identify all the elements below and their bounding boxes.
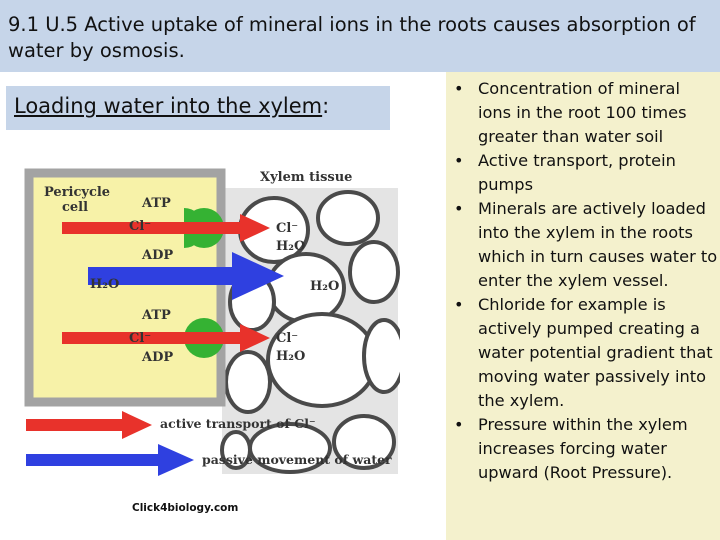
- bullet-dot-icon: •: [454, 79, 464, 98]
- legend-active-arrow: [26, 411, 152, 439]
- atp-label-bottom: ATP: [141, 308, 171, 323]
- bullet-item: • Active transport, protein pumps: [446, 149, 718, 197]
- credit-text: Click4biology.com: [132, 502, 239, 514]
- xylem-loading-diagram: Pericycle cell Xylem tissue ATP Cl⁻ ADP …: [24, 168, 400, 476]
- bullet-list: • Concentration of mineral ions in the ro…: [446, 77, 718, 485]
- bullet-dot-icon: •: [454, 199, 464, 218]
- legend-passive-label: passive movement of water: [202, 452, 392, 467]
- xylem-tissue: [220, 188, 400, 474]
- active-transport-arrow-top: [62, 214, 270, 242]
- bullet-dot-icon: •: [454, 151, 464, 170]
- chloride-label-top-left: Cl⁻: [129, 219, 151, 234]
- cell-label: cell: [62, 200, 88, 215]
- water-label-left: H₂O: [90, 277, 119, 292]
- bullet-text: Chloride for example is actively pumped …: [478, 295, 713, 410]
- water-label-bottom-right: H₂O: [276, 349, 305, 364]
- active-transport-arrow-bottom: [62, 324, 270, 352]
- bullet-panel: • Concentration of mineral ions in the ro…: [446, 72, 720, 540]
- subtitle-main: Loading water into the xylem: [14, 94, 323, 118]
- bullet-dot-icon: •: [454, 295, 464, 314]
- bullet-text: Concentration of mineral ions in the roo…: [478, 79, 687, 146]
- bullet-text: Active transport, protein pumps: [478, 151, 676, 194]
- bullet-dot-icon: •: [454, 415, 464, 434]
- atp-label-top: ATP: [141, 196, 171, 211]
- pericycle-cell: [24, 168, 226, 407]
- subtitle: Loading water into the xylem:: [14, 94, 329, 118]
- bullet-text: Pressure within the xylem increases forc…: [478, 415, 688, 482]
- title-bar: 9.1 U.5 Active uptake of mineral ions in…: [0, 0, 720, 72]
- pericycle-label: Pericycle: [44, 185, 110, 200]
- legend: active transport of Cl⁻ passive movement…: [26, 411, 392, 476]
- legend-passive-arrow: [26, 444, 194, 476]
- bullet-text: Minerals are actively loaded into the xy…: [478, 199, 718, 290]
- bullet-item: • Chloride for example is actively pumped…: [446, 293, 718, 413]
- chloride-label-bottom-right: Cl⁻: [276, 331, 298, 346]
- chloride-label-top-right: Cl⁻: [276, 221, 298, 236]
- legend-active-label: active transport of Cl⁻: [160, 416, 316, 431]
- xylem-tissue-label: Xylem tissue: [260, 170, 352, 185]
- passive-water-arrow: [88, 252, 284, 300]
- slide-title: 9.1 U.5 Active uptake of mineral ions in…: [8, 13, 696, 62]
- water-label-right: H₂O: [310, 279, 339, 294]
- adp-label-top: ADP: [141, 248, 173, 263]
- chloride-label-bottom-left: Cl⁻: [129, 331, 151, 346]
- water-label-top-right: H₂O: [276, 239, 305, 254]
- bullet-item: • Concentration of mineral ions in the ro…: [446, 77, 718, 149]
- bullet-item: • Minerals are actively loaded into the x…: [446, 197, 718, 293]
- bullet-item: • Pressure within the xylem increases for…: [446, 413, 718, 485]
- adp-label-bottom: ADP: [141, 350, 173, 365]
- subtitle-colon: :: [322, 94, 330, 118]
- subtitle-box: Loading water into the xylem:: [6, 86, 390, 130]
